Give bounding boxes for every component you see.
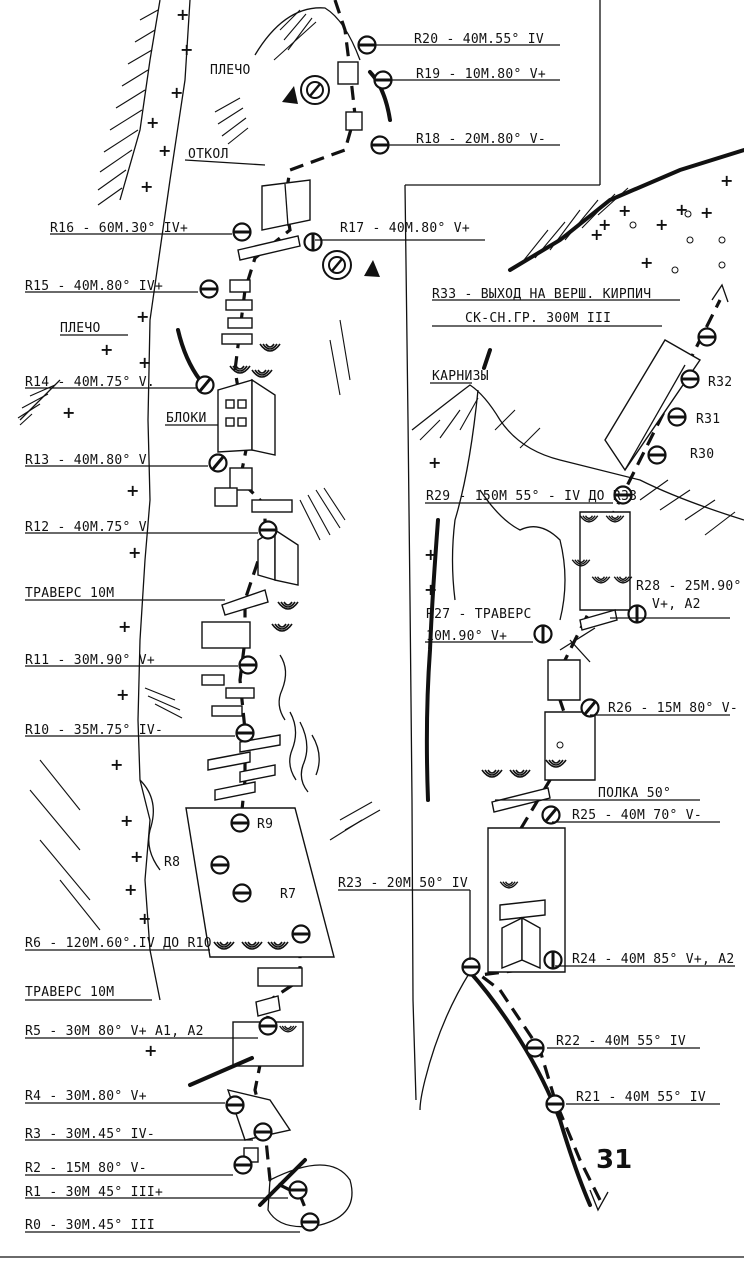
svg-text:+: + bbox=[590, 225, 603, 244]
labels-right: R33 - ВЫХОД НА ВЕРШ. КИРПИЧ СК-СН.ГР. 30… bbox=[338, 287, 742, 1105]
label-plecho-mid: ПЛЕЧО bbox=[60, 321, 101, 336]
terrain-features-right bbox=[487, 339, 702, 973]
label-r31: R31 bbox=[696, 412, 720, 427]
label-r6: R6 - 120M.60°.IV ДО R10 bbox=[25, 936, 212, 951]
svg-text:+: + bbox=[116, 685, 129, 704]
label-r28-line1: R28 - 25M.90° bbox=[636, 579, 742, 594]
label-travers-10m-low: ТРАВЕРС 10M bbox=[25, 985, 114, 1000]
svg-text:+: + bbox=[124, 880, 137, 899]
page-number: 31 bbox=[596, 1145, 632, 1175]
svg-text:+: + bbox=[138, 909, 151, 928]
label-plecho-top: ПЛЕЧО bbox=[210, 63, 251, 78]
label-r2: R2 - 15M 80° V- bbox=[25, 1161, 147, 1176]
dots-right bbox=[556, 210, 726, 749]
svg-text:+: + bbox=[424, 545, 437, 564]
summit-outline bbox=[254, 7, 361, 61]
label-r21: R21 - 40M 55° IV bbox=[576, 1090, 706, 1105]
svg-text:+: + bbox=[144, 1041, 157, 1060]
svg-text:+: + bbox=[110, 755, 123, 774]
svg-text:+: + bbox=[618, 201, 631, 220]
svg-text:+: + bbox=[130, 847, 143, 866]
label-polka: ПОЛКА 50° bbox=[598, 786, 671, 801]
svg-text:+: + bbox=[640, 253, 653, 272]
label-r18: R18 - 20M.80° V- bbox=[416, 132, 546, 147]
divider-vertical bbox=[404, 184, 417, 1101]
ridge-right-lower bbox=[419, 971, 471, 1111]
label-r5: R5 - 30M 80° V+ A1, A2 bbox=[25, 1024, 204, 1039]
label-travers-10m: ТРАВЕРС 10M bbox=[25, 586, 114, 601]
label-r4: R4 - 30M.80° V+ bbox=[25, 1089, 147, 1104]
ridge-crack-top bbox=[368, 70, 392, 122]
svg-text:+: + bbox=[424, 580, 437, 599]
label-r20: R20 - 40M.55° IV bbox=[414, 32, 544, 47]
label-r29: R29 - 150M 55° - IV ДО R33 bbox=[426, 489, 637, 504]
svg-text:+: + bbox=[176, 5, 189, 24]
label-r27-line2: 10M.90° V+ bbox=[426, 629, 507, 644]
svg-text:+: + bbox=[120, 811, 133, 830]
svg-text:+: + bbox=[136, 307, 149, 326]
label-r13: R13 - 40M.80° V bbox=[25, 453, 147, 468]
svg-text:+: + bbox=[118, 617, 131, 636]
bivouac-symbols bbox=[282, 75, 380, 280]
label-otkol: ОТКОЛ bbox=[188, 147, 229, 162]
label-r16: R16 - 60M.30° IV+ bbox=[50, 221, 188, 236]
crack-right-lower bbox=[468, 970, 592, 1207]
label-r27-line1: R27 - ТРАВЕРС bbox=[426, 607, 532, 622]
label-r30: R30 bbox=[690, 447, 714, 462]
label-r10: R10 - 35M.75° IV- bbox=[25, 723, 163, 738]
labels-left: R20 - 40M.55° IV R19 - 10M.80° V+ R18 - … bbox=[25, 32, 546, 1233]
label-r33-line1: R33 - ВЫХОД НА ВЕРШ. КИРПИЧ bbox=[432, 287, 651, 302]
label-bloki: БЛОКИ bbox=[166, 411, 207, 426]
label-r33-line2: СК-СН.ГР. 300M III bbox=[465, 311, 611, 326]
label-r3: R3 - 30M.45° IV- bbox=[25, 1127, 155, 1142]
svg-text:+: + bbox=[655, 215, 668, 234]
label-r28-line2: V+, A2 bbox=[652, 597, 701, 612]
label-r24: R24 - 40M 85° V+, A2 bbox=[572, 952, 735, 967]
route-arrow-bottom bbox=[589, 1189, 609, 1212]
left-edge-line bbox=[137, 0, 191, 1001]
svg-text:+: + bbox=[598, 215, 611, 234]
label-r7: R7 bbox=[280, 887, 296, 902]
label-r25: R25 - 40M 70° V- bbox=[572, 808, 702, 823]
svg-text:+: + bbox=[126, 481, 139, 500]
label-r9: R9 bbox=[257, 817, 273, 832]
hatch-patches-left bbox=[29, 319, 381, 931]
label-r11: R11 - 30M.90° V+ bbox=[25, 653, 155, 668]
label-r26: R26 - 15M 80° V- bbox=[608, 701, 738, 716]
label-r19: R19 - 10M.80° V+ bbox=[416, 67, 546, 82]
snow-plus-marks-right: ++ ++ ++ ++ ++ + bbox=[424, 171, 733, 599]
label-r0: R0 - 30M.45° III bbox=[25, 1218, 155, 1233]
svg-text:+: + bbox=[170, 83, 183, 102]
svg-text:+: + bbox=[720, 171, 733, 190]
svg-text:+: + bbox=[158, 141, 171, 160]
svg-text:+: + bbox=[128, 543, 141, 562]
svg-text:+: + bbox=[62, 403, 75, 422]
label-r23: R23 - 20M 50° IV bbox=[338, 876, 468, 891]
cracks-left bbox=[139, 328, 320, 1207]
leader-lines-right bbox=[338, 299, 735, 1105]
right-terrain bbox=[411, 148, 744, 802]
leader-lines-left bbox=[25, 44, 560, 1233]
label-r22: R22 - 40M 55° IV bbox=[556, 1034, 686, 1049]
left-ridge-hatching bbox=[17, 0, 317, 426]
svg-text:+: + bbox=[428, 453, 441, 472]
label-r32: R32 bbox=[708, 375, 732, 390]
svg-text:+: + bbox=[140, 177, 153, 196]
terrain-features-left bbox=[185, 61, 363, 1228]
route-line-right bbox=[475, 299, 722, 1201]
label-r12: R12 - 40M.75° V bbox=[25, 520, 147, 535]
svg-text:+: + bbox=[700, 203, 713, 222]
label-r15: R15 - 40M.80° IV+ bbox=[25, 279, 163, 294]
label-r14: R14 - 40M.75° V. bbox=[25, 375, 155, 390]
route-arrow-top bbox=[711, 283, 729, 303]
svg-text:+: + bbox=[138, 353, 151, 372]
label-karnizy: КАРНИЗЫ bbox=[432, 369, 489, 384]
label-r8: R8 bbox=[164, 855, 180, 870]
svg-text:+: + bbox=[146, 113, 159, 132]
label-r1: R1 - 30M 45° III+ bbox=[25, 1185, 163, 1200]
svg-text:+: + bbox=[100, 340, 113, 359]
label-r17: R17 - 40M.80° V+ bbox=[340, 221, 470, 236]
